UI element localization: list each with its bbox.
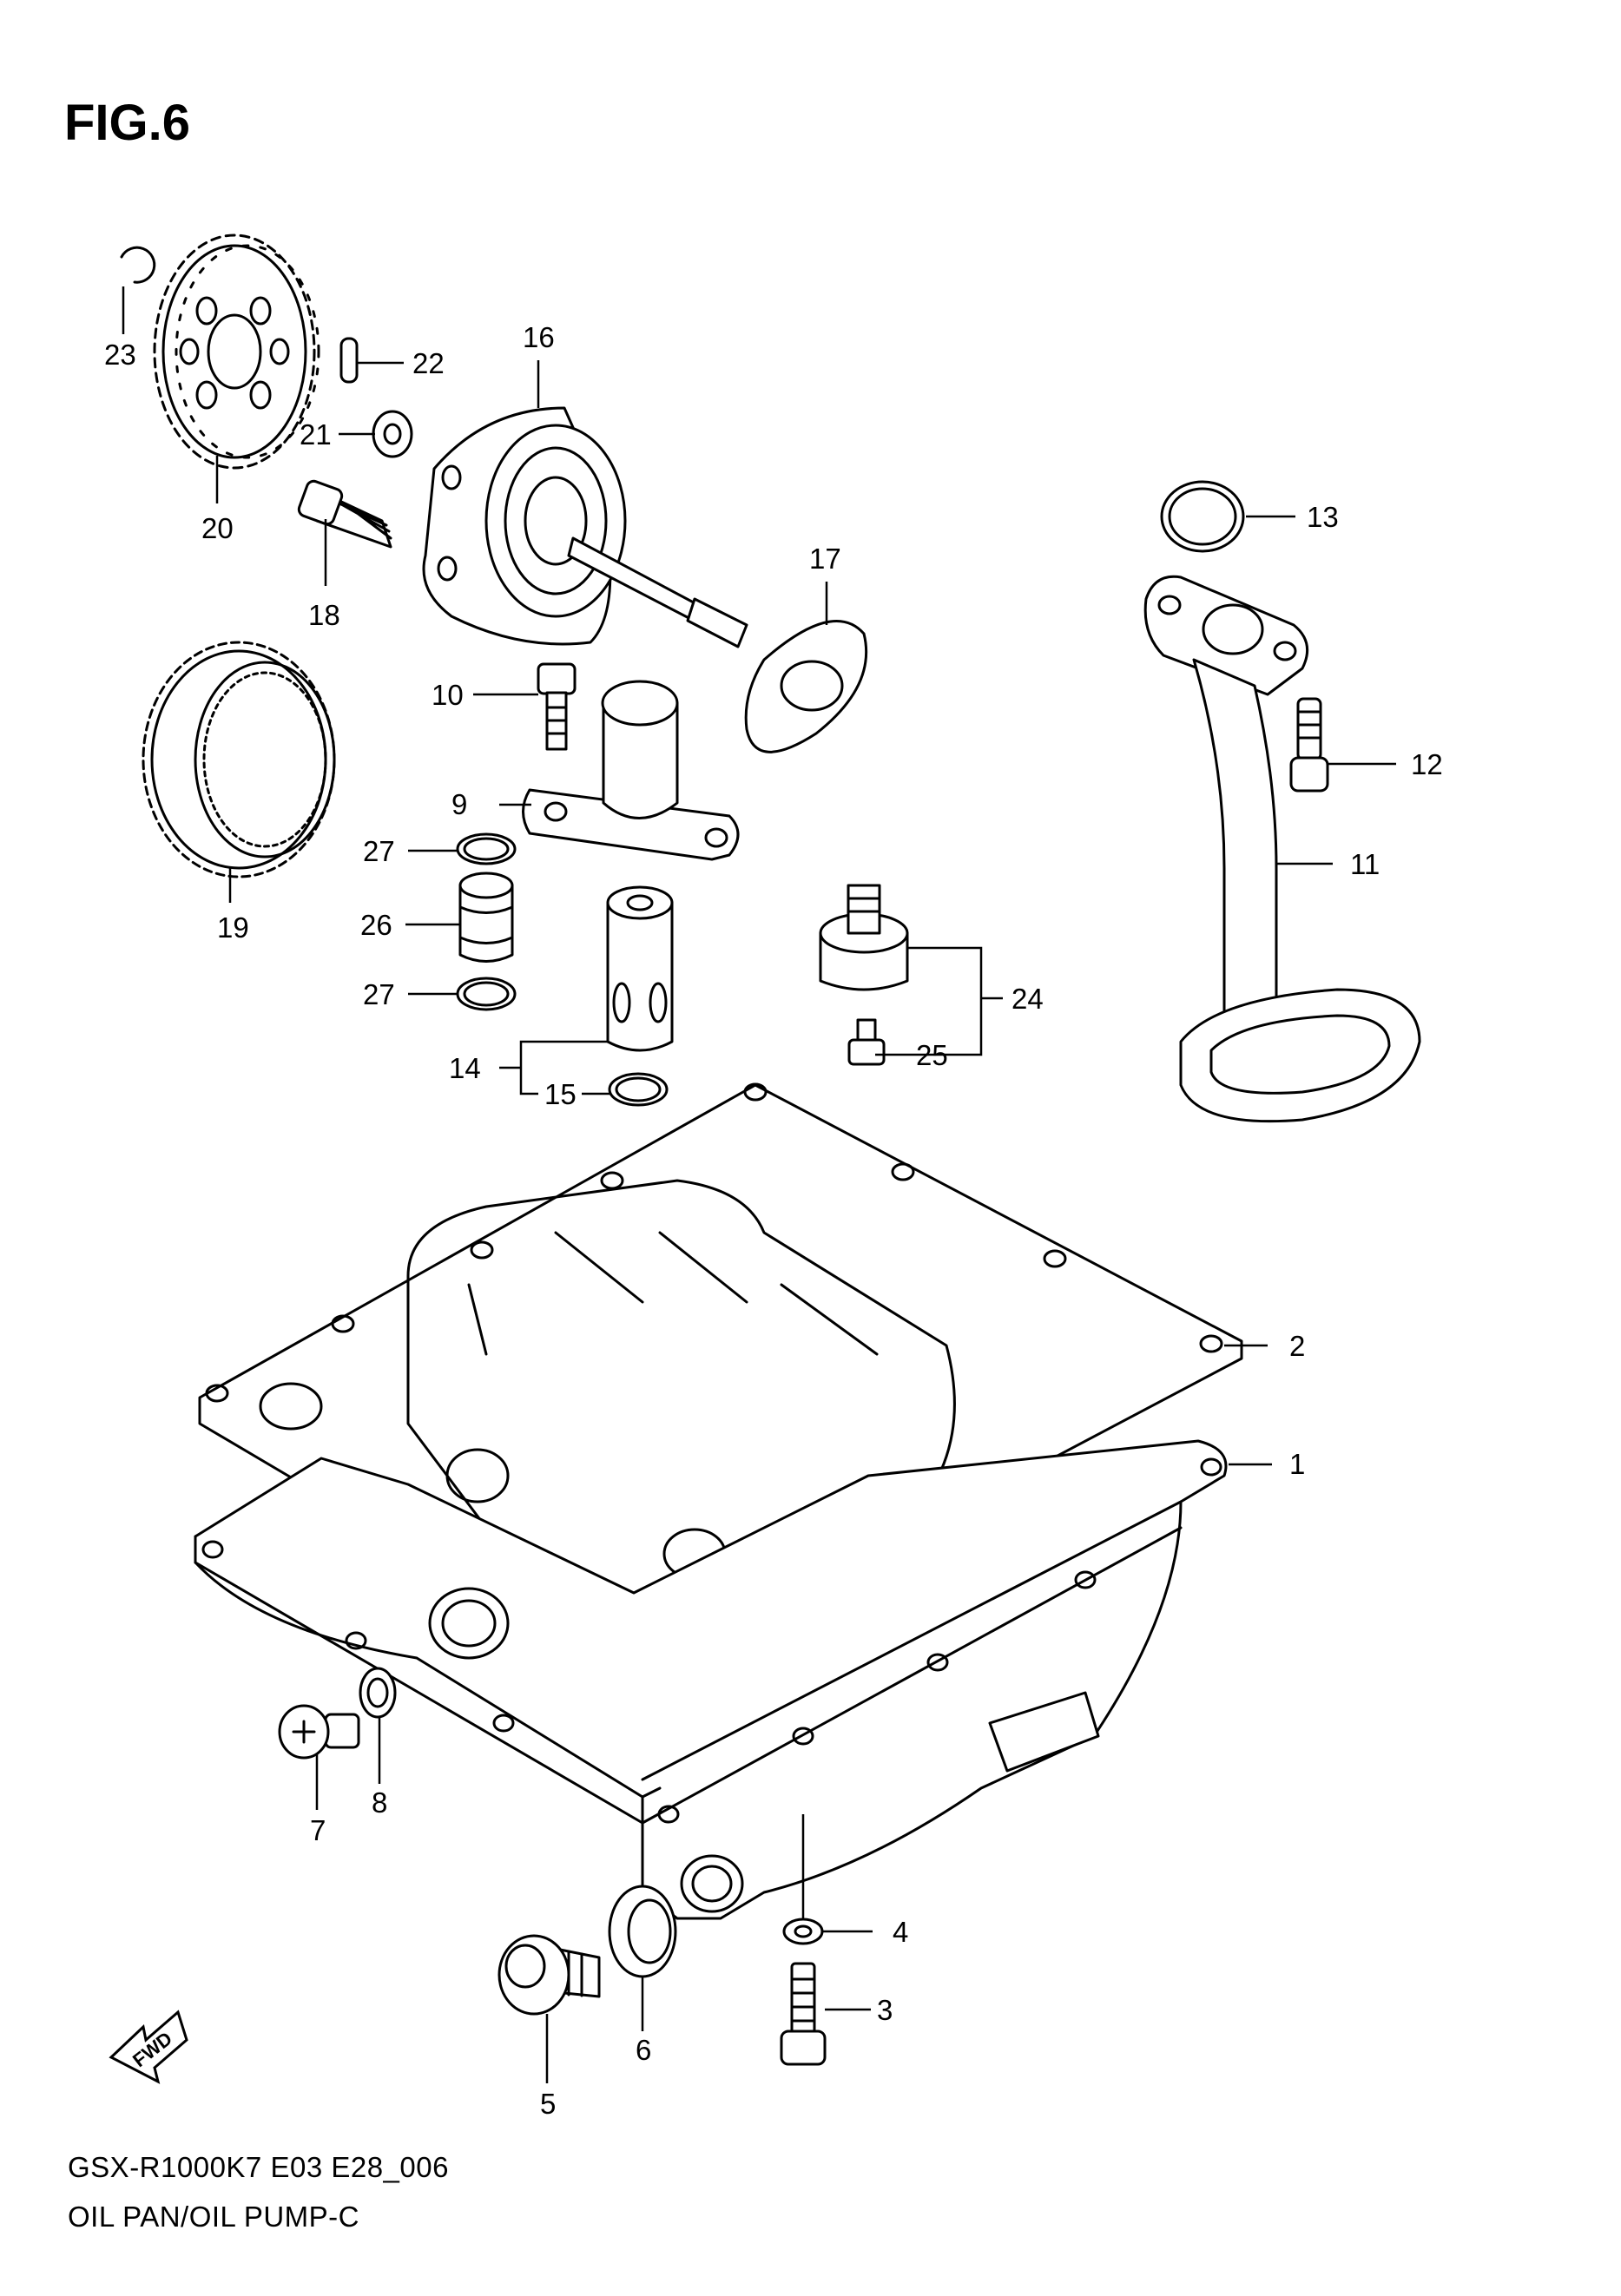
callout-18: 18 xyxy=(308,599,340,631)
o-ring-part-lower xyxy=(456,977,517,1011)
callout-23: 23 xyxy=(104,339,136,371)
bolt-washer-part xyxy=(782,1918,824,1945)
callout-12: 12 xyxy=(1411,748,1443,780)
model-code: GSX-R1000K7 E03 E28_006 xyxy=(68,2151,449,2183)
leader-lines xyxy=(122,286,1396,2083)
pump-gasket-part xyxy=(744,620,868,753)
oil-pipe-part xyxy=(458,872,514,963)
callout-27-upper: 27 xyxy=(363,835,395,867)
callout-26: 26 xyxy=(360,909,392,941)
callout-15: 15 xyxy=(544,1078,577,1110)
plug-gasket-part xyxy=(359,1667,397,1719)
pump-bolt-part xyxy=(297,479,392,549)
drain-gasket-part xyxy=(608,1885,677,1978)
washer-part xyxy=(372,410,413,458)
callout-7: 7 xyxy=(310,1814,326,1846)
oil-pan-plug-part xyxy=(278,1704,360,1760)
dowel-pin-part xyxy=(339,337,359,384)
callout-6: 6 xyxy=(636,2034,651,2066)
strainer-pipe-o-ring-part xyxy=(1160,480,1245,553)
oil-strainer-pipe-part xyxy=(1143,575,1421,1123)
pipe-bolt-part xyxy=(1289,697,1329,793)
callout-13: 13 xyxy=(1307,501,1339,533)
callout-25: 25 xyxy=(916,1039,948,1071)
callout-24: 24 xyxy=(1011,983,1044,1015)
callout-17: 17 xyxy=(809,543,841,575)
fwd-direction-arrow: FWD xyxy=(109,2010,188,2084)
oil-pan-bolt-part xyxy=(780,1962,827,2066)
circlip-part xyxy=(120,246,156,284)
callout-20: 20 xyxy=(201,512,234,544)
holder-bolt-part xyxy=(537,662,577,751)
callout-labels: 1 2 3 4 5 6 7 8 9 10 11 12 13 14 15 16 1… xyxy=(104,321,1443,2120)
oil-pressure-switch-part xyxy=(819,884,909,991)
callout-8: 8 xyxy=(372,1786,387,1819)
callout-11: 11 xyxy=(1350,848,1380,880)
callout-22: 22 xyxy=(412,347,445,379)
oil-pump-drive-gear-part xyxy=(153,234,320,470)
callout-2: 2 xyxy=(1289,1330,1305,1362)
switch-screw-part xyxy=(847,1018,886,1066)
strainer-o-ring-part xyxy=(608,1072,669,1107)
callout-19: 19 xyxy=(217,911,249,944)
callout-10: 10 xyxy=(432,679,464,711)
callout-16: 16 xyxy=(523,321,555,353)
oil-strainer-part xyxy=(606,885,674,1052)
callout-27-lower: 27 xyxy=(363,978,395,1010)
o-ring-part-upper xyxy=(456,832,517,865)
callout-5: 5 xyxy=(540,2088,556,2120)
callout-9: 9 xyxy=(451,788,467,820)
callout-3: 3 xyxy=(877,1994,893,2026)
callout-4: 4 xyxy=(893,1916,908,1948)
diagram-name: OIL PAN/OIL PUMP-C xyxy=(68,2201,360,2233)
figure-title: FIG.6 xyxy=(64,95,191,151)
oil-pump-idle-gear-part xyxy=(142,641,336,878)
oil-pump-part xyxy=(422,406,748,648)
callout-1: 1 xyxy=(1289,1448,1305,1480)
callout-21: 21 xyxy=(300,418,332,451)
callout-14: 14 xyxy=(449,1052,481,1084)
drain-plug-part xyxy=(498,1934,601,2016)
oil-pan-part xyxy=(194,1439,1228,1920)
